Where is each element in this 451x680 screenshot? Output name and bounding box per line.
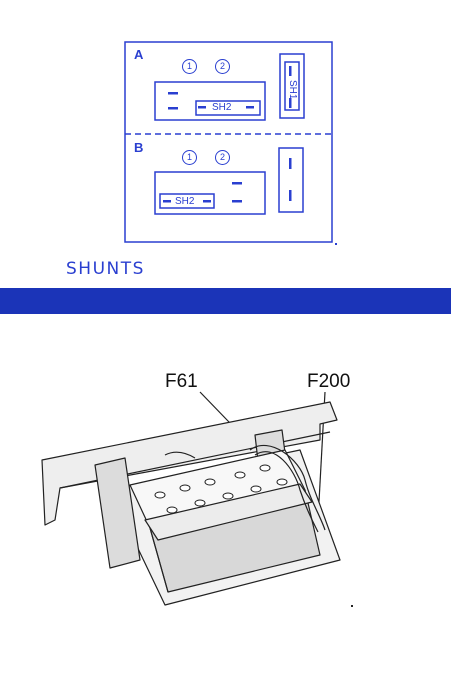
section-a-sh1-pin-bottom <box>289 98 292 108</box>
cell-cap <box>234 471 246 479</box>
fuse-label-f61: F61 <box>165 371 198 392</box>
shunts-title: SHUNTS <box>66 259 145 279</box>
section-a-slot-2 <box>168 107 178 110</box>
cell-cap <box>166 506 178 514</box>
cell-cap <box>204 478 216 486</box>
section-b-relay-box <box>154 171 266 215</box>
section-b-label: B <box>134 140 144 155</box>
cell-cap <box>222 492 234 500</box>
fuse-label-f200: F200 <box>307 371 351 392</box>
section-b-fuse-holder <box>278 147 304 213</box>
battery-corner <box>149 527 169 593</box>
shunt-label-sh2-b: SH2 <box>175 196 195 207</box>
cell-cap <box>259 464 271 472</box>
cable <box>164 451 196 459</box>
circled-number-2-b: 2 <box>215 150 230 165</box>
section-a-slot-1 <box>168 92 178 95</box>
left-bracket <box>94 457 141 569</box>
panel-frame <box>124 41 333 243</box>
cell-cap <box>250 485 262 493</box>
section-a-sh1-pin-top <box>289 66 292 76</box>
cell-cap <box>194 499 206 507</box>
dot-mark <box>351 605 353 607</box>
circled-number-2-a: 2 <box>215 59 230 74</box>
section-a-fuse-holder <box>279 53 305 119</box>
support-beam <box>41 401 338 526</box>
circled-number-1-a: 1 <box>182 59 197 74</box>
section-b-sh2-box <box>159 193 215 209</box>
section-b-fuse-pin-bottom <box>289 190 292 201</box>
cell-cap <box>276 478 288 486</box>
shunt-panel-diagram <box>124 41 337 245</box>
section-a-sh2-pin-right <box>246 106 254 109</box>
section-a-label: A <box>134 47 144 62</box>
wire-bundle-1 <box>249 444 326 531</box>
section-b-fuse-pin-top <box>289 158 292 169</box>
cell-cap <box>154 491 166 499</box>
section-a-sh2-box <box>195 100 261 116</box>
battery-tray-illustration <box>41 391 353 607</box>
section-a-sh2-pin-left <box>198 106 206 109</box>
section-divider-band <box>0 288 451 314</box>
section-a-relay-box <box>154 81 266 121</box>
section-b-sh2-pin-right <box>203 200 211 203</box>
section-b-slot-1 <box>232 182 242 185</box>
wire-bundle-2 <box>254 451 319 533</box>
circled-number-1-b: 1 <box>182 150 197 165</box>
cell-cap <box>179 484 191 492</box>
dot-mark <box>335 243 337 245</box>
section-b-sh2-pin-left <box>163 200 171 203</box>
battery-divider <box>144 483 313 541</box>
shunt-label-sh2-a: SH2 <box>212 102 232 113</box>
section-b-slot-2 <box>232 200 242 203</box>
section-a-sh1-box <box>284 61 300 111</box>
shunt-label-sh1: SH1 <box>287 80 298 100</box>
